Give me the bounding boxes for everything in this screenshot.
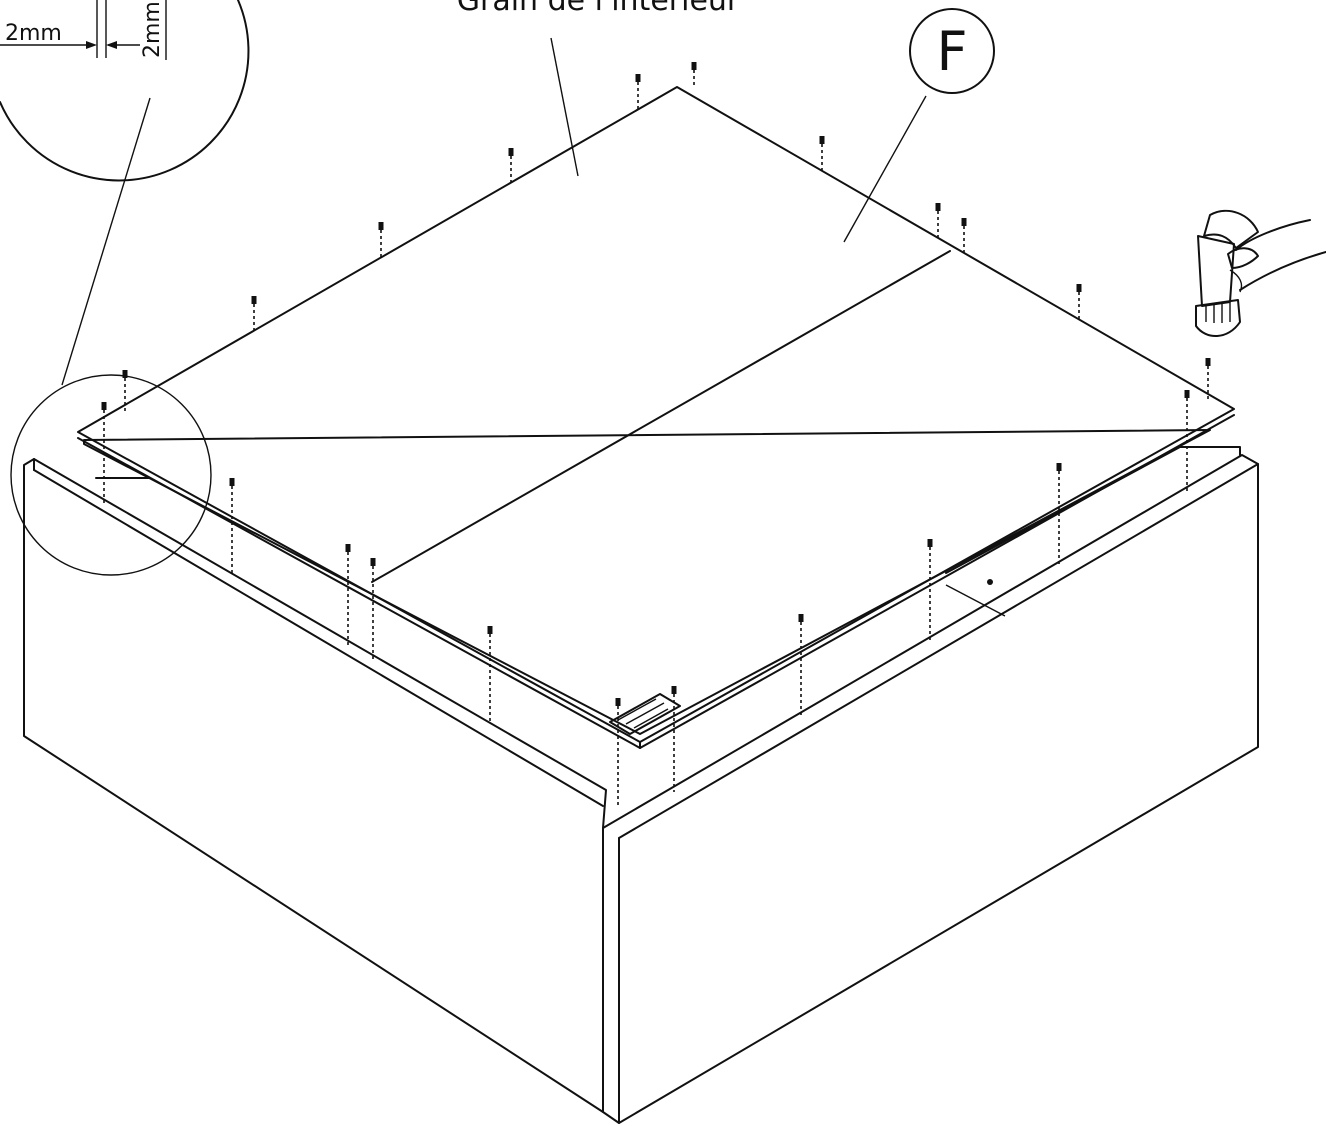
detail-magnifier-arc (0, 0, 250, 182)
nail-icon (508, 148, 514, 186)
grain-label: Grain de l'intérieur (457, 0, 740, 18)
bottom-panel-seated (83, 429, 1211, 735)
nail-icon (691, 62, 697, 88)
nail-icon (1076, 284, 1082, 322)
detail-leader-line (61, 97, 151, 386)
drawer-front-edge (618, 463, 1259, 839)
drawer-knob-hole (987, 579, 993, 585)
panel-f-edge-right (639, 414, 1235, 749)
drawer-brace-line (945, 584, 1006, 617)
nail-icon (819, 136, 825, 174)
part-letter: F (936, 20, 967, 83)
part-letter-circle (909, 8, 995, 94)
nail-icon (615, 698, 621, 806)
drawer-side-panel (23, 458, 607, 1113)
nail-icon (378, 222, 384, 260)
nail-icon (1184, 390, 1190, 494)
detail-target-circle (10, 374, 212, 576)
hammer-icon (1195, 209, 1326, 337)
nail-icon (487, 626, 493, 722)
grain-leader-line (550, 37, 579, 177)
nail-icon (635, 74, 641, 110)
part-leader-line (843, 95, 927, 243)
drawer-right-rail (1179, 446, 1241, 456)
nail-icon (122, 370, 128, 412)
dimension-arrow-right (106, 41, 117, 49)
panel-f-seam (371, 250, 951, 583)
nail-icon (101, 402, 107, 506)
nail-icon (961, 218, 967, 256)
nails-front (101, 390, 1190, 806)
nail-icon (1205, 358, 1211, 400)
panel-f (77, 86, 1235, 743)
nail-icon (229, 478, 235, 576)
dimension-arrow-left (86, 41, 97, 49)
panel-f-edge-bottom (77, 437, 641, 749)
nail-icon (671, 686, 677, 792)
nail-icon (935, 203, 941, 241)
dimension-vertical: 2mm (140, 1, 165, 58)
nails-top (122, 62, 1211, 412)
nail-icon (251, 296, 257, 334)
nail-icon (370, 558, 376, 660)
nail-icon (345, 544, 351, 646)
nail-icon (798, 614, 804, 718)
nail-icon (1056, 463, 1062, 565)
dimension-horizontal: 2mm (5, 21, 62, 46)
part-label-sticker (609, 693, 681, 735)
nail-icon (927, 539, 933, 643)
drawer-side-inner-edge (33, 469, 604, 807)
